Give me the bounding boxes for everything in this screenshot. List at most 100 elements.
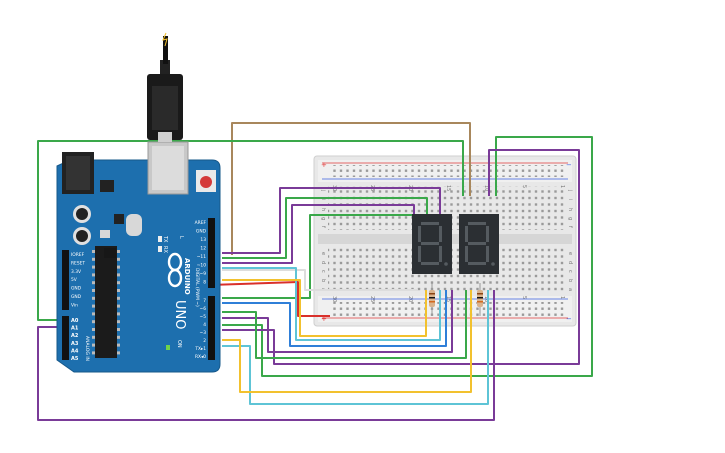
digital-pin-label: GND	[196, 229, 207, 235]
chip-pin	[117, 320, 120, 324]
row-letter-right: e	[567, 252, 573, 255]
analog-pin-label: A4	[71, 348, 79, 354]
row-letter-left: h	[320, 208, 326, 211]
column-number-bottom: 10	[483, 296, 489, 302]
digital-pin-label: 8	[203, 280, 206, 286]
chip-pin	[117, 296, 120, 300]
row-letter-left: e	[320, 252, 326, 255]
wire-yellow[interactable]	[222, 279, 427, 337]
chip-pin	[92, 250, 95, 253]
row-letter-right: f	[567, 226, 573, 228]
seven-segment-display-1[interactable]	[412, 214, 452, 274]
digital-pin-label: ~9	[200, 271, 207, 277]
digital-header-bottom[interactable]	[208, 296, 215, 360]
tx-label: TX	[162, 235, 168, 243]
on-label: ON	[176, 340, 182, 348]
resistor-1[interactable]	[429, 283, 435, 316]
column-number-top: 15	[445, 185, 451, 191]
chip-pin	[117, 328, 120, 331]
digital-pin-label: 4	[203, 322, 206, 328]
digital-pin-label: ~10	[197, 263, 206, 269]
rail-plus-label: +	[321, 315, 327, 323]
analog-pin-label: A2	[71, 333, 79, 339]
digital-header-top[interactable]	[208, 218, 215, 288]
row-letter-left: j	[320, 189, 326, 191]
wire-purple-small[interactable]	[222, 290, 453, 353]
wire-brown[interactable]	[231, 122, 471, 255]
column-number-top: 1	[559, 185, 565, 188]
chip-pin	[92, 289, 95, 292]
column-number-bottom: 25	[369, 296, 375, 302]
analog-pin-label: A0	[71, 318, 79, 324]
digital-pin-label: ~11	[197, 254, 206, 260]
brand-label: ARDUINO	[183, 258, 191, 295]
atmega-chip	[95, 246, 117, 358]
power-header[interactable]	[62, 250, 69, 310]
wire-cyan[interactable]	[222, 267, 441, 341]
chip-pin	[117, 265, 120, 269]
arduino-logo: ARDUINO	[167, 252, 191, 295]
rail-plus-label: +	[321, 161, 327, 169]
wire-blue[interactable]	[222, 290, 447, 347]
chip-pin	[92, 351, 95, 355]
wire-green-mid[interactable]	[222, 197, 428, 259]
wire-green-right[interactable]	[222, 136, 593, 377]
wire-purple-top[interactable]	[222, 187, 441, 254]
top-power-rail[interactable]	[330, 165, 564, 177]
analog-pin-label: A1	[71, 326, 79, 332]
chip-pin	[92, 304, 95, 308]
wire-green-small[interactable]	[222, 290, 467, 359]
chip-pin	[92, 320, 95, 324]
digital-pin-label: AREF	[195, 220, 207, 226]
chip-pin	[117, 312, 120, 316]
wire-green-inner[interactable]	[222, 214, 414, 299]
power-pin-label: GND	[71, 286, 82, 292]
chip-pin	[117, 273, 120, 277]
digital-pin-label: TX▸1	[194, 346, 206, 352]
column-number-bottom: 15	[445, 296, 451, 302]
analog-header[interactable]	[62, 316, 69, 360]
chip-pin	[92, 343, 95, 347]
chip-pin	[117, 335, 120, 339]
row-letter-left: c	[320, 270, 326, 273]
l-label: L	[178, 236, 184, 239]
wire-purple-bottom[interactable]	[37, 290, 495, 421]
resistor-2[interactable]	[477, 283, 483, 316]
digital-pin-label: ~5	[200, 314, 207, 320]
chip-pin	[117, 304, 120, 308]
wire-white[interactable]	[222, 269, 418, 291]
column-number-top: 5	[521, 185, 527, 188]
digital-pin-label: ~6	[200, 306, 207, 312]
wire-purple-right[interactable]	[222, 149, 580, 365]
column-number-bottom: 30	[331, 296, 337, 302]
chip-pin	[117, 343, 120, 347]
column-number-bottom: 5	[521, 296, 527, 299]
analog-header-label: ANALOG IN	[84, 336, 90, 361]
usb-cable[interactable]	[147, 32, 183, 142]
chip-pin	[92, 265, 95, 269]
digital-pin-label: 12	[200, 246, 206, 252]
power-pin-label: 3.3V	[71, 269, 81, 275]
rail-minus-label: −	[566, 315, 572, 323]
power-pin-label: RESET	[71, 260, 85, 266]
digital-pin-label: 13	[200, 237, 206, 243]
chip-pin	[117, 281, 120, 285]
wires	[37, 122, 593, 421]
row-letter-left: g	[320, 217, 326, 220]
column-number-bottom: 1	[559, 296, 565, 299]
wire-yellow-bottom[interactable]	[222, 290, 472, 393]
chip-pin	[117, 257, 120, 261]
seven-segment-display-2[interactable]	[459, 214, 499, 274]
chip-pin	[117, 351, 120, 355]
row-letter-left: d	[320, 261, 326, 264]
arduino-uno-board[interactable]: ARDUINO UNO TX RX L ON IOREFRESET3.3V5VG…	[56, 141, 221, 373]
reset-button[interactable]	[200, 176, 212, 188]
row-letter-right: b	[567, 279, 573, 282]
row-letter-right: j	[567, 189, 573, 191]
chip-pin	[117, 250, 120, 253]
wire-green-left[interactable]	[37, 140, 464, 321]
column-number-bottom: 20	[407, 296, 413, 302]
wire-purple-mid[interactable]	[222, 204, 415, 264]
row-letter-right: g	[567, 217, 573, 220]
